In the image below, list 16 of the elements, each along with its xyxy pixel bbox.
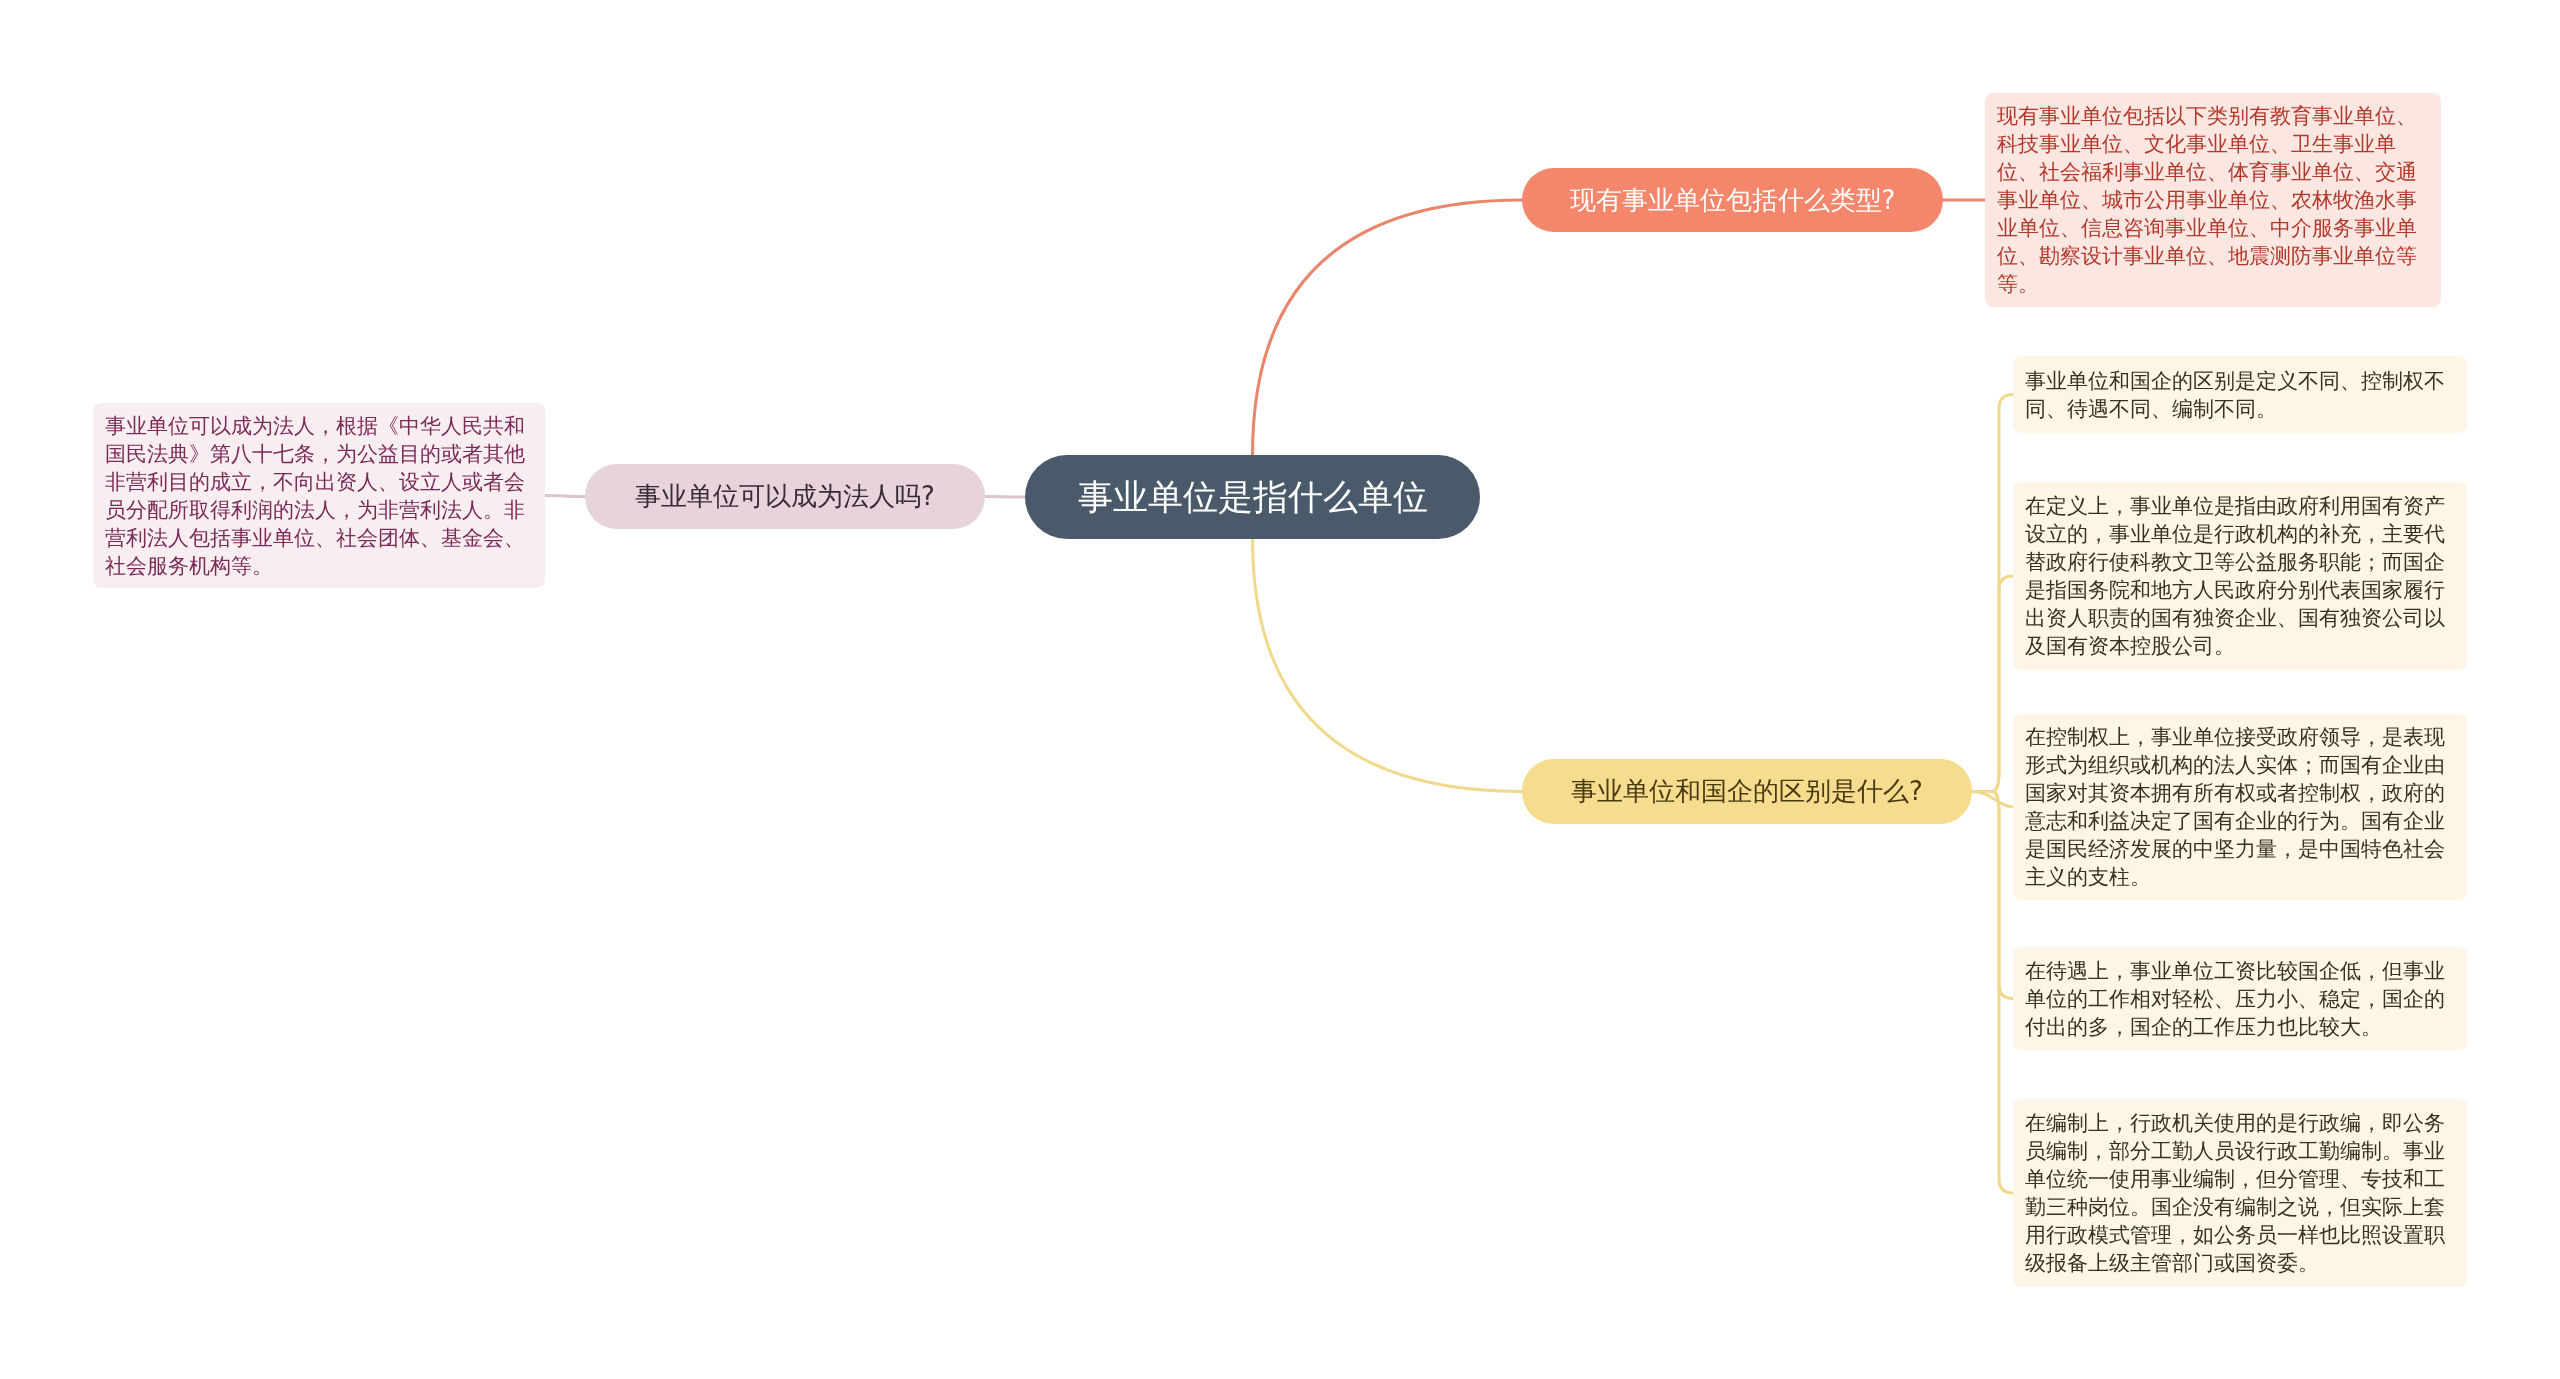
connector-line <box>985 495 1025 499</box>
note-box: 在待遇上，事业单位工资比较国企低，但事业单位的工作相对轻松、压力小、稳定，国企的付出的多，国企的工作压力也比较大。 <box>2013 947 2467 1050</box>
note-box: 事业单位可以成为法人，根据《中华人民共和国民法典》第八十七条，为公益目的或者其他非营利目的成立，不向出资人、设立人或者会员分配所取得利润的法人，为非营利法人。非营利法人包括事业单位、社会团体、基金会、社会服务机构等。 <box>93 403 545 588</box>
connector-line <box>1251 198 1523 456</box>
note-box: 现有事业单位包括以下类别有教育事业单位、科技事业单位、文化事业单位、卫生事业单位、社会福利事业单位、体育事业单位、交通事业单位、城市公用事业单位、农林牧渔水事业单位、信息咨询事业单位、中介服务事业单位、勘察设计事业单位、地震测防事业单位等等。 <box>1985 93 2441 307</box>
topic-box: 事业单位可以成为法人吗? <box>585 464 985 529</box>
note-box: 在定义上，事业单位是指由政府利用国有资产设立的，事业单位是行政机构的补充，主要代替政府行使科教文卫等公益服务职能；而国企是指国务院和地方人民政府分别代表国家履行出资人职责的国有独资企业、国有独资公司以及国有资本控股公司。 <box>2013 482 2467 670</box>
connector-line <box>1943 198 1985 202</box>
note-box: 在编制上，行政机关使用的是行政编，即公务员编制，部分工勤人员设行政工勤编制。事业单位统一使用事业编制，但分管理、专技和工勤三种岗位。国企没有编制之说，但实际上套用行政模式管理，如公务员一样也比照设置职级报备上级主管部门或国资委。 <box>2013 1099 2467 1287</box>
note-box: 事业单位和国企的区别是定义不同、控制权不同、待遇不同、编制不同。 <box>2013 356 2467 433</box>
connector-line <box>545 494 585 498</box>
connector-line <box>1251 538 1523 793</box>
central-topic: 事业单位是指什么单位 <box>1025 455 1480 539</box>
topic-box: 事业单位和国企的区别是什么? <box>1522 759 1972 824</box>
topic-box: 现有事业单位包括什么类型? <box>1522 168 1943 232</box>
note-box: 在控制权上，事业单位接受政府领导，是表现形式为组织或机构的法人实体；而国有企业由国家对其资本拥有所有权或者控制权，政府的意志和利益决定了国有企业的行为。国有企业是国民经济发展的中坚力量，是中国特色社会主义的支柱。 <box>2013 714 2467 900</box>
